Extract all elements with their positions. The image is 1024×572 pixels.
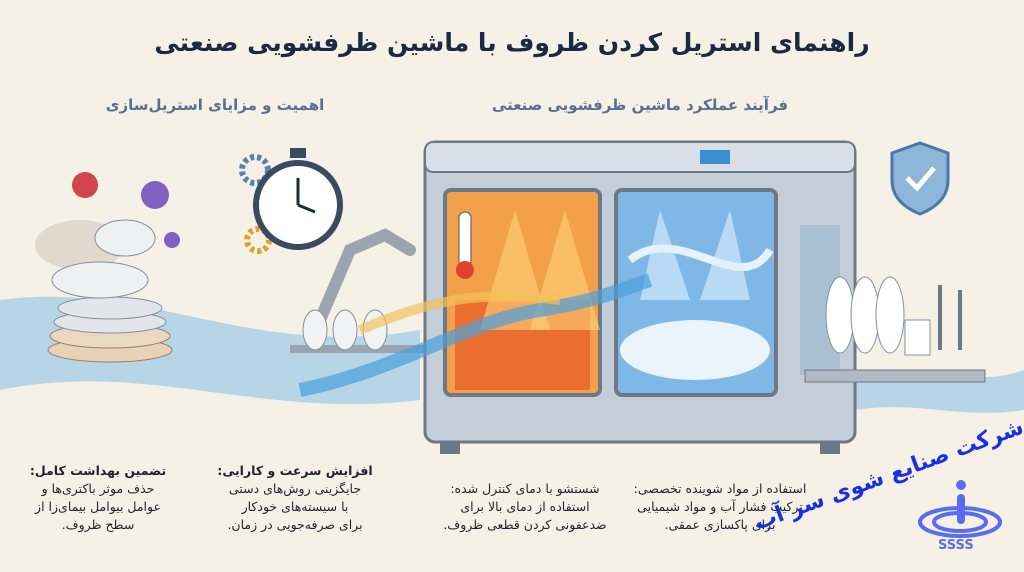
- point-heading: شستشو با دمای کنترل شده:: [450, 481, 600, 496]
- robot-arm-icon: [314, 228, 416, 326]
- point-line: برای صرفه‌جویی در زمان.: [227, 517, 363, 532]
- point-heading: افزایش سرعت و کارایی:: [217, 463, 373, 478]
- point-heading: استفاده از مواد شوینده تخصصی:: [633, 481, 807, 496]
- stopwatch-icon: [253, 148, 343, 250]
- point-temperature: شستشو با دمای کنترل شده: استفاده از دمای…: [425, 480, 625, 534]
- point-speed: افزایش سرعت و کارایی: جایگزینی روش‌های د…: [200, 462, 390, 534]
- dirty-plates-icon: [35, 219, 173, 363]
- point-line: ترکیب فشار آب و مواد شیمیایی: [637, 499, 803, 514]
- point-detergent: استفاده از مواد شوینده تخصصی: ترکیب فشار…: [610, 480, 830, 534]
- process-heading: فرآیند عملکرد ماشین ظرفشویی صنعتی: [491, 96, 789, 114]
- point-line: حذف موثر باکتری‌ها و: [41, 481, 155, 496]
- point-line: عوامل بیوامل بیمای‌زا از: [35, 499, 161, 514]
- point-line: استفاده از دمای بالا برای: [460, 499, 590, 514]
- company-logo-mark: [918, 480, 1002, 538]
- input-rack-icon: [290, 309, 425, 353]
- page-title: راهنمای استریل کردن ظروف با ماشین ظرفشوی…: [154, 28, 870, 57]
- point-line: ضدعفونی کردن قطعی ظروف.: [443, 517, 607, 532]
- point-line: با سیسته‌های خودکار: [241, 499, 349, 514]
- point-heading: تضمین بهداشت کامل:: [29, 463, 167, 478]
- company-logo-mark-text: SSSS: [938, 538, 974, 553]
- gear-icon: [239, 154, 272, 254]
- dish-rack-icon: [800, 225, 986, 383]
- water-stream: [298, 273, 653, 397]
- point-line: جایگزینی روش‌های دستی: [228, 481, 362, 496]
- thermometer-icon: [456, 211, 474, 279]
- point-hygiene: تضمین بهداشت کامل: حذف موثر باکتری‌ها و …: [3, 462, 193, 534]
- point-line: برای پاکسازی عمقی.: [664, 517, 776, 532]
- shield-check-icon: [890, 141, 950, 216]
- benefits-heading: اهمیت و مزایای استریل‌سازی: [105, 96, 325, 114]
- point-line: سطح ظروف.: [61, 517, 135, 532]
- virus-icon: [72, 172, 180, 248]
